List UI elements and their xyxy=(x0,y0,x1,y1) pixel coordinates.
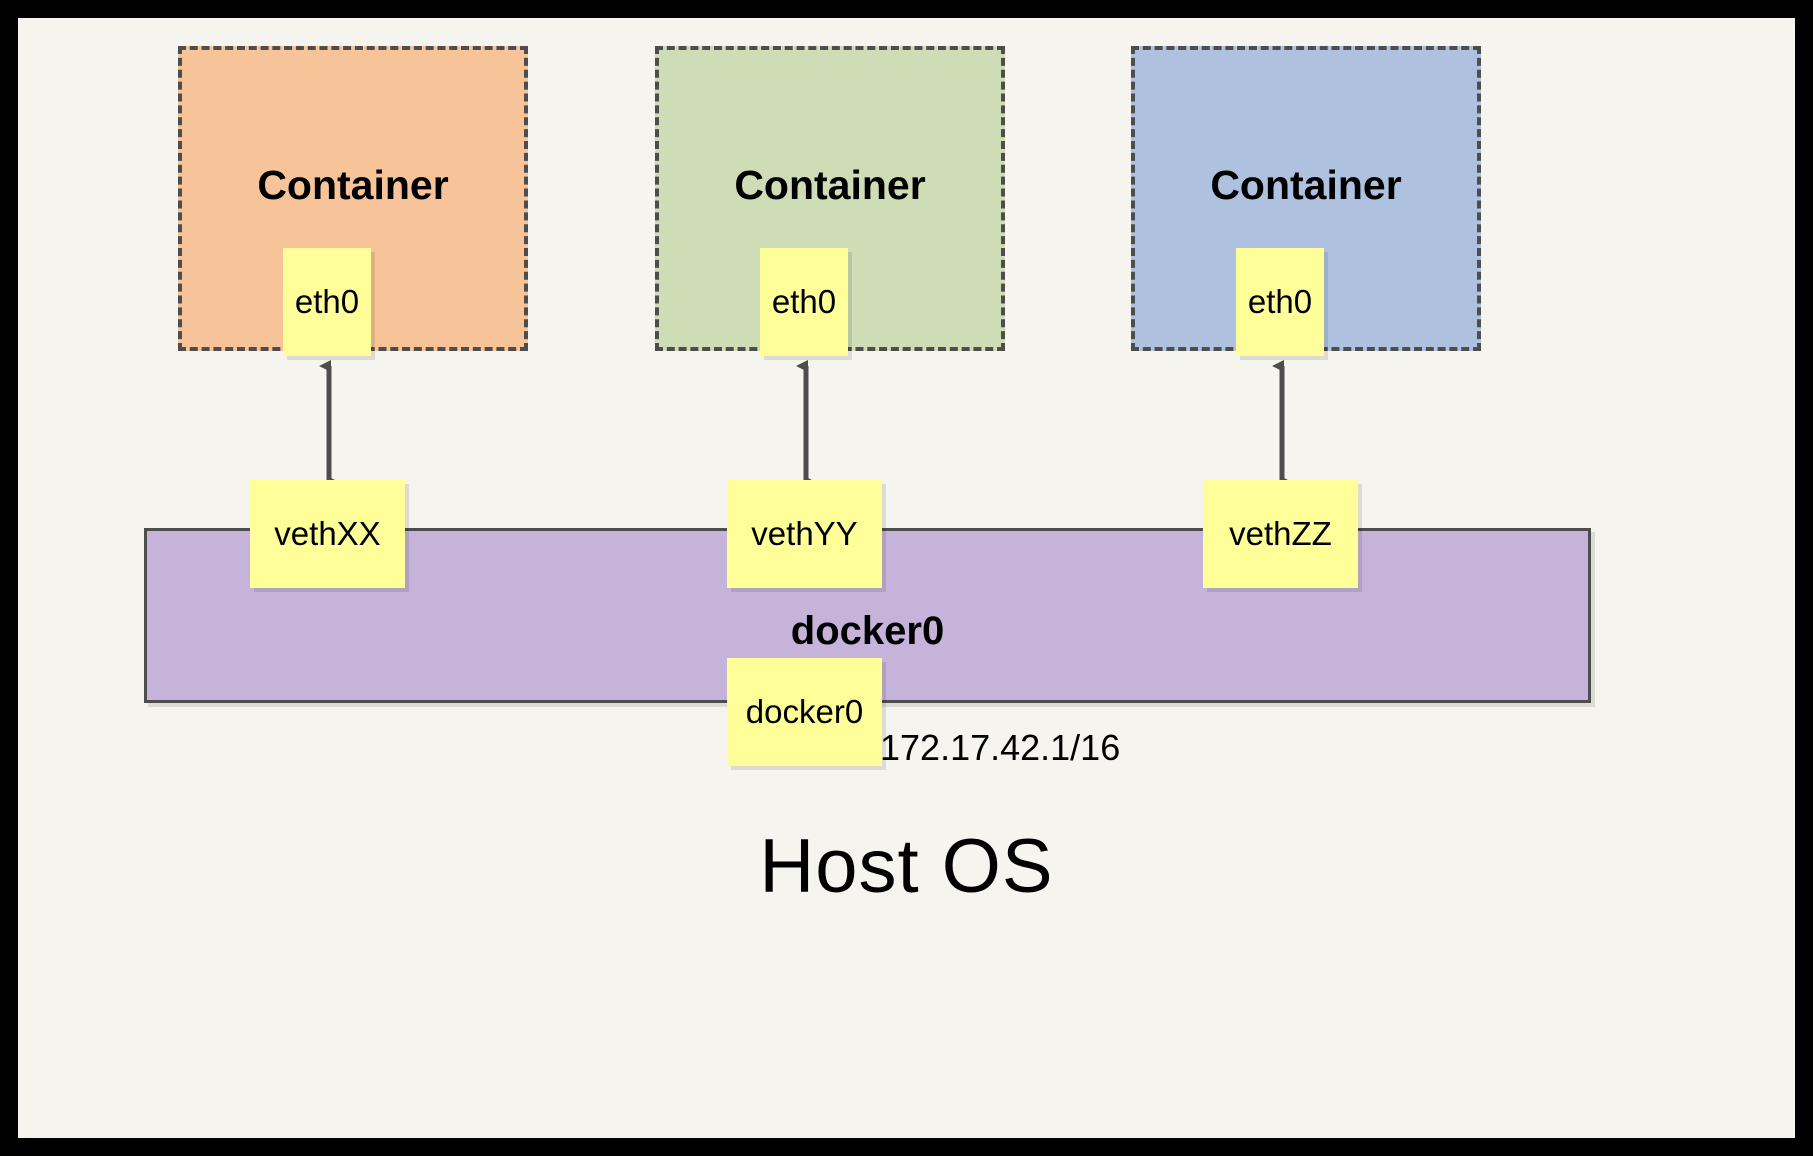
eth0-interface-1[interactable]: eth0 xyxy=(283,248,371,356)
link-arrow-1 xyxy=(309,354,349,494)
container-title-3: Container xyxy=(1210,162,1402,208)
eth0-interface-2[interactable]: eth0 xyxy=(760,248,848,356)
container-title-1: Container xyxy=(257,162,449,208)
diagram-canvas: Container eth0 Container eth0 xyxy=(18,18,1795,1138)
container-title-2: Container xyxy=(734,162,926,208)
eth0-interface-3[interactable]: eth0 xyxy=(1236,248,1324,356)
docker0-ip-label: 172.17.42.1/16 xyxy=(880,727,1121,768)
link-arrow-3 xyxy=(1262,354,1302,494)
veth-interface-2[interactable]: vethYY xyxy=(727,480,882,588)
docker0-interface[interactable]: docker0 xyxy=(727,658,882,766)
veth-interface-3[interactable]: vethZZ xyxy=(1203,480,1358,588)
link-arrow-2 xyxy=(786,354,826,494)
host-os-label: Host OS xyxy=(759,824,1054,909)
docker0-bridge-label: docker0 xyxy=(790,609,945,653)
veth-interface-1[interactable]: vethXX xyxy=(250,480,405,588)
